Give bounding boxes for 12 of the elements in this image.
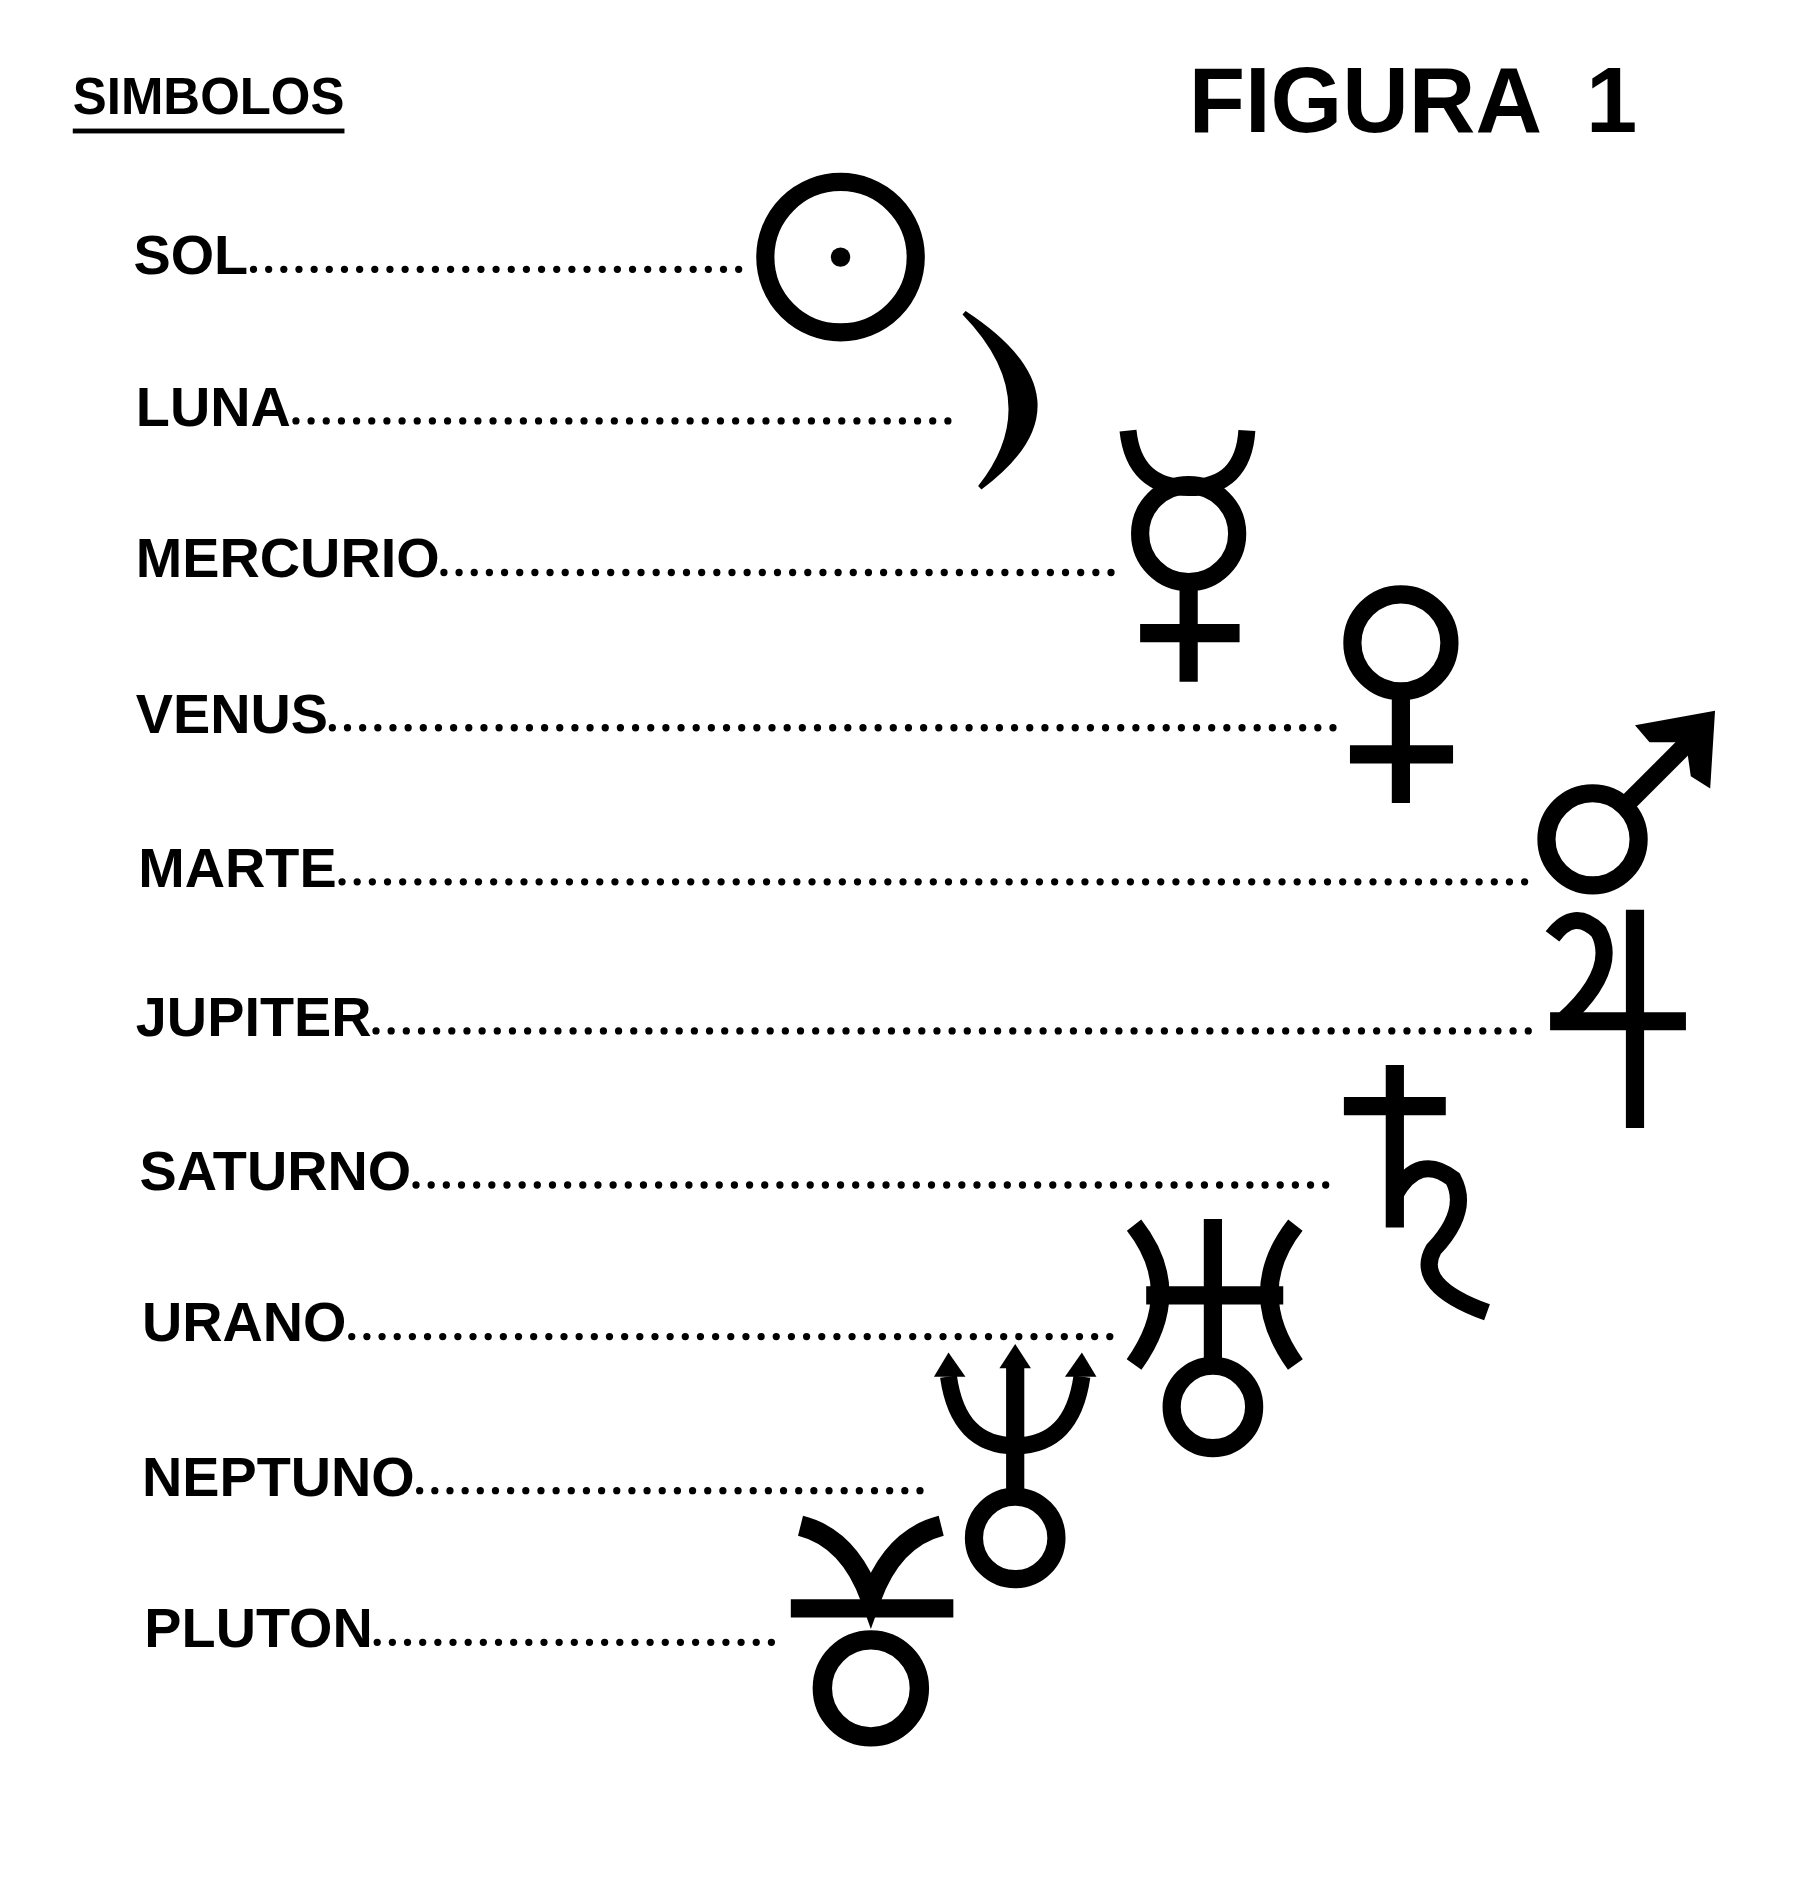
figure-title: FIGURA 1: [1188, 48, 1638, 153]
planet-name: LUNA: [135, 374, 291, 438]
planet-name: MARTE: [138, 835, 337, 899]
planet-name: MERCURIO: [135, 526, 440, 590]
planet-name: SOL: [133, 223, 249, 287]
planet-name: SATURNO: [139, 1138, 412, 1202]
section-heading: SIMBOLOS: [72, 70, 345, 134]
planet-name: JUPITER: [135, 984, 372, 1048]
planet-name: URANO: [141, 1290, 347, 1354]
planet-name: NEPTUNO: [141, 1444, 415, 1508]
planet-name: VENUS: [135, 681, 329, 745]
planet-name: PLUTON: [144, 1596, 373, 1660]
